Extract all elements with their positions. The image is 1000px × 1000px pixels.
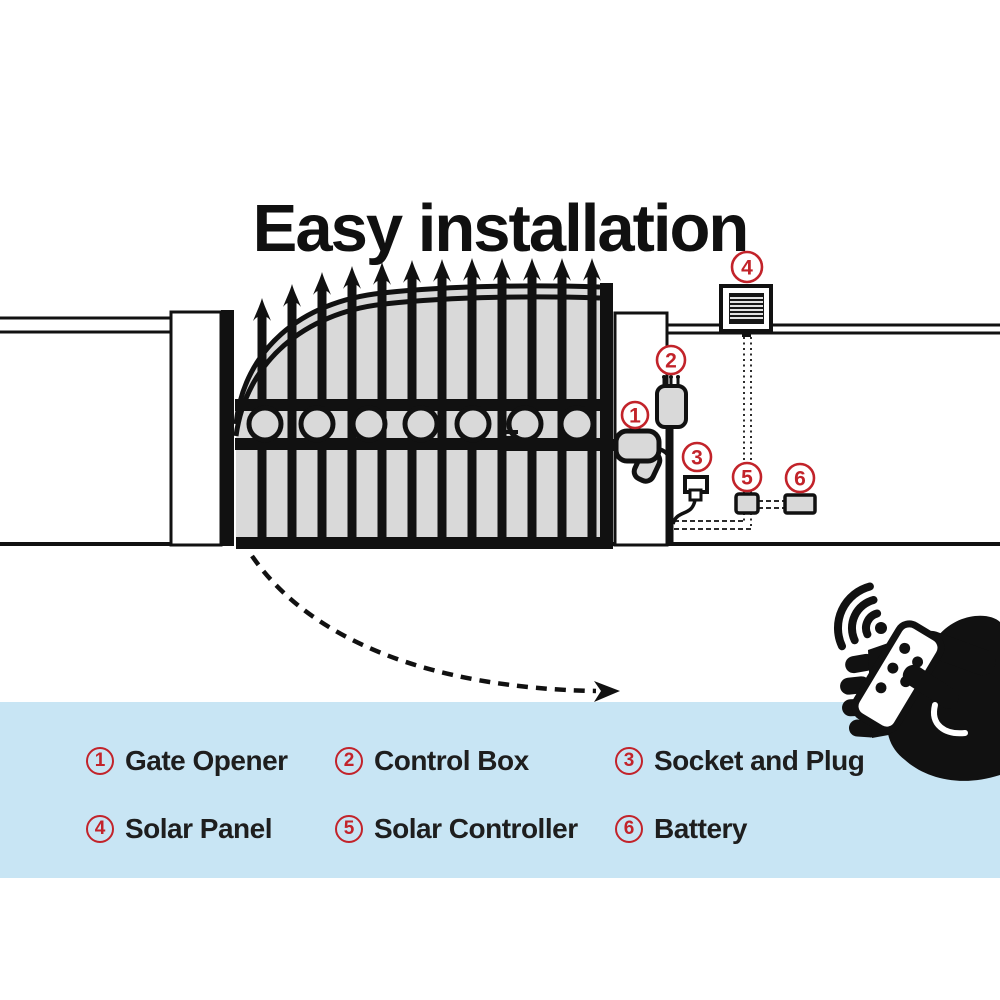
legend-number-badge: 1	[86, 747, 114, 775]
svg-text:2: 2	[665, 350, 677, 373]
callout-1: 1	[620, 400, 650, 430]
legend-label: Gate Opener	[125, 745, 288, 776]
legend-item-socket-plug: 3 Socket and Plug	[615, 744, 865, 778]
control-box-icon	[655, 375, 688, 546]
callout-2: 2	[655, 344, 687, 376]
svg-text:4: 4	[741, 257, 753, 280]
left-pillar	[169, 310, 223, 547]
battery-icon	[783, 493, 817, 515]
legend-band	[0, 702, 1000, 878]
legend-item-solar-panel: 4 Solar Panel	[86, 812, 273, 846]
callout-6: 6	[784, 462, 816, 494]
callouts: 1 2 3 4 5 6	[620, 250, 816, 494]
svg-text:1: 1	[629, 405, 641, 428]
legend-number-badge: 4	[86, 815, 114, 843]
gate-opener-icon	[502, 428, 673, 484]
swing-direction-arrow-icon	[250, 554, 620, 702]
left-wall	[0, 310, 234, 547]
legend-label: Solar Panel	[125, 813, 273, 844]
legend-item-battery: 6 Battery	[615, 812, 747, 846]
legend-number-badge: 3	[615, 747, 643, 775]
legend-item-gate-opener: 1 Gate Opener	[86, 744, 288, 778]
legend-label: Socket and Plug	[654, 745, 865, 776]
palm-crease	[931, 702, 968, 737]
wifi-signal-icon	[834, 582, 882, 651]
gate-hinge-post	[221, 310, 234, 546]
hand-holding-remote-icon	[834, 582, 1000, 781]
solar-panel-icon	[719, 284, 773, 337]
solar-controller-icon	[734, 492, 760, 515]
legend-label: Battery	[654, 813, 747, 844]
index-finger	[902, 664, 959, 709]
callout-4: 4	[730, 250, 764, 284]
svg-text:6: 6	[794, 468, 806, 491]
svg-text:3: 3	[691, 447, 703, 470]
legend-label: Solar Controller	[374, 813, 578, 844]
legend-number-badge: 2	[335, 747, 363, 775]
callout-3: 3	[681, 441, 713, 473]
socket-plug-icon	[671, 475, 709, 525]
legend-number-badge: 5	[335, 815, 363, 843]
page-title: Easy installation	[252, 190, 750, 266]
callout-5: 5	[731, 461, 763, 493]
legend-item-control-box: 2 Control Box	[335, 744, 529, 778]
legend-number-badge: 6	[615, 815, 643, 843]
legend-label: Control Box	[374, 745, 529, 776]
svg-text:5: 5	[741, 467, 753, 490]
legend-item-solar-controller: 5 Solar Controller	[335, 812, 578, 846]
gate-latch-post	[600, 283, 613, 549]
gate	[233, 258, 613, 549]
